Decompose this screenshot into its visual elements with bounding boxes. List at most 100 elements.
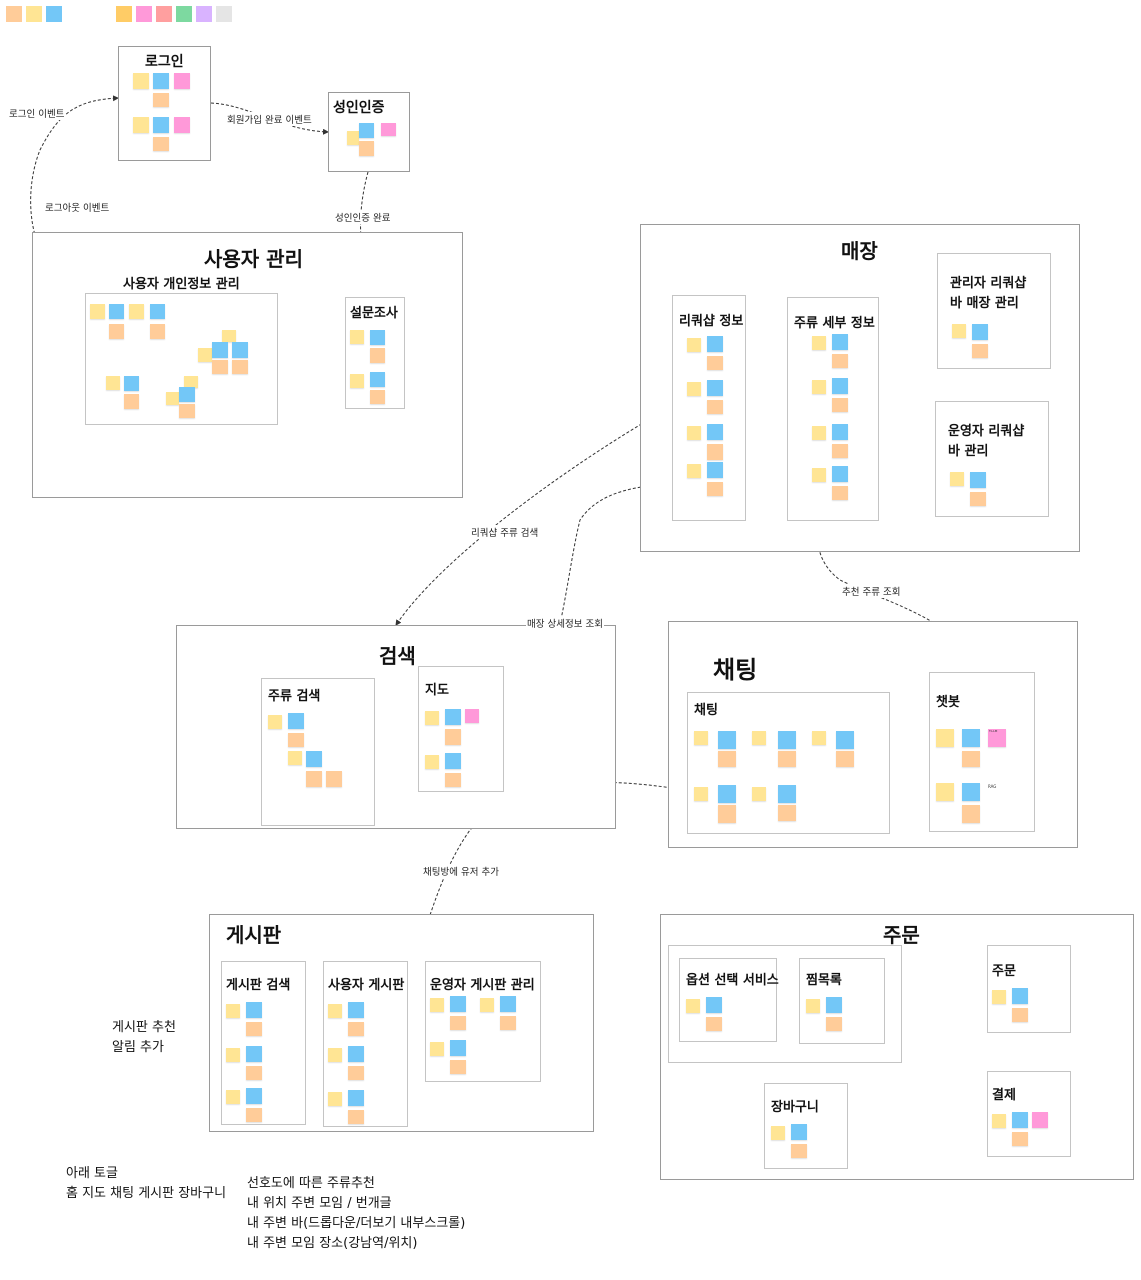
sticky-note[interactable]: [1012, 1132, 1028, 1146]
sticky-note[interactable]: [465, 709, 479, 723]
sticky-note[interactable]: [687, 338, 701, 352]
sticky-note[interactable]: [832, 444, 848, 458]
sticky-note[interactable]: [328, 1048, 342, 1062]
sticky-note[interactable]: [836, 751, 854, 767]
frame-user-info[interactable]: [85, 293, 278, 425]
frame-operator-board[interactable]: 운영자 게시판 관리: [425, 961, 541, 1082]
sticky-note[interactable]: [133, 73, 149, 89]
sticky-note[interactable]: [972, 324, 988, 340]
sticky-note[interactable]: [962, 729, 980, 747]
sticky-note[interactable]: [771, 1126, 785, 1140]
sticky-note[interactable]: [348, 1090, 364, 1106]
sticky-note[interactable]: [246, 1022, 262, 1036]
sticky-note[interactable]: [707, 444, 723, 460]
sticky-note[interactable]: [694, 731, 708, 745]
sticky-note[interactable]: [450, 1016, 466, 1030]
sticky-note[interactable]: [232, 342, 248, 358]
sticky-note[interactable]: [707, 400, 723, 414]
sticky-note[interactable]: [150, 324, 165, 339]
sticky-note[interactable]: [832, 378, 848, 394]
sticky-note[interactable]: [972, 344, 988, 358]
sticky-note[interactable]: [348, 1066, 364, 1080]
frame-payment[interactable]: 결제: [987, 1071, 1071, 1157]
sticky-note[interactable]: [348, 1022, 364, 1036]
frame-adult-auth[interactable]: 성인인증: [328, 92, 410, 172]
sticky-note[interactable]: [359, 123, 374, 138]
sticky-note[interactable]: [707, 482, 723, 496]
frame-board[interactable]: 게시판 게시판 검색 사용자 게시판 운영자 게시판 관리: [209, 914, 594, 1132]
sticky-note[interactable]: [212, 342, 228, 358]
sticky-note[interactable]: [347, 131, 359, 145]
sticky-note[interactable]: [970, 492, 986, 506]
sticky-note[interactable]: [500, 1016, 516, 1030]
frame-order-group[interactable]: 주문 옵션 선택 서비스 찜목록 장바구니 주문 결제: [660, 914, 1134, 1180]
sticky-note[interactable]: [832, 334, 848, 350]
frame-order-options[interactable]: 옵션 선택 서비스 찜목록: [668, 945, 902, 1063]
sticky-note[interactable]: [212, 360, 228, 374]
frame-board-search[interactable]: 게시판 검색: [221, 961, 306, 1125]
sticky-note[interactable]: [425, 755, 439, 769]
sticky-note[interactable]: [306, 771, 322, 787]
sticky-note[interactable]: [718, 805, 736, 823]
sticky-note[interactable]: [694, 787, 708, 801]
sticky-note[interactable]: [778, 805, 796, 821]
sticky-note[interactable]: [430, 1042, 444, 1056]
sticky-note[interactable]: [370, 348, 385, 363]
sticky-note[interactable]: [812, 468, 826, 482]
sticky-note[interactable]: [124, 376, 139, 391]
sticky-note[interactable]: [707, 336, 723, 352]
sticky-note[interactable]: [348, 1110, 364, 1124]
sticky-note[interactable]: [778, 731, 796, 749]
sticky-note[interactable]: [288, 733, 304, 747]
sticky-note[interactable]: [1012, 988, 1028, 1004]
sticky-note-llm[interactable]: T.LLM: [988, 729, 1006, 747]
sticky-note[interactable]: [124, 394, 139, 409]
sticky-note[interactable]: [706, 997, 722, 1013]
sticky-note[interactable]: [706, 1017, 722, 1031]
sticky-note[interactable]: [226, 1090, 240, 1104]
sticky-note[interactable]: [826, 1017, 842, 1031]
sticky-note[interactable]: [832, 424, 848, 440]
sticky-note[interactable]: [184, 376, 198, 388]
sticky-note[interactable]: [328, 1092, 342, 1106]
sticky-note[interactable]: [962, 805, 980, 823]
sticky-note[interactable]: [812, 731, 826, 745]
frame-liquor-detail[interactable]: 주류 세부 정보: [787, 297, 879, 521]
sticky-note[interactable]: [832, 398, 848, 412]
sticky-note[interactable]: [166, 392, 179, 405]
sticky-note[interactable]: [1032, 1112, 1048, 1128]
frame-store[interactable]: 매장 리쿼샵 정보 주류 세부 정보 관리자 리쿼샵 바 매장 관리: [640, 224, 1080, 552]
sticky-note[interactable]: [153, 137, 169, 151]
sticky-note[interactable]: [445, 773, 461, 787]
frame-chat[interactable]: 채팅: [687, 692, 890, 834]
sticky-note[interactable]: [718, 751, 736, 767]
sticky-note[interactable]: [153, 93, 169, 107]
frame-survey[interactable]: 설문조사: [345, 297, 405, 409]
sticky-note[interactable]: [791, 1144, 807, 1158]
sticky-note[interactable]: [687, 464, 701, 478]
sticky-note[interactable]: [752, 787, 766, 801]
frame-login[interactable]: 로그인: [118, 46, 211, 161]
sticky-note[interactable]: [109, 304, 124, 319]
sticky-note[interactable]: [952, 324, 966, 338]
sticky-note[interactable]: [992, 990, 1006, 1004]
sticky-note[interactable]: [686, 999, 700, 1013]
sticky-note[interactable]: [268, 715, 282, 729]
sticky-note[interactable]: [970, 472, 986, 488]
sticky-note[interactable]: [936, 729, 954, 747]
sticky-note[interactable]: [246, 1066, 262, 1080]
sticky-note[interactable]: [962, 783, 980, 801]
frame-search[interactable]: 검색 주류 검색 지도: [176, 625, 616, 829]
frame-chatbot[interactable]: 챗봇 T.LLM RAG: [929, 672, 1035, 832]
sticky-note[interactable]: [832, 466, 848, 482]
sticky-note[interactable]: [370, 390, 385, 404]
frame-liquor-search[interactable]: 주류 검색: [261, 678, 375, 826]
sticky-note[interactable]: [381, 123, 396, 136]
sticky-note[interactable]: [992, 1114, 1006, 1128]
frame-chatting-group[interactable]: 채팅 채팅 챗봇 T.LLM RAG: [668, 621, 1078, 848]
sticky-note[interactable]: [109, 324, 124, 339]
sticky-note[interactable]: [153, 117, 169, 133]
sticky-note[interactable]: [778, 751, 796, 767]
sticky-note[interactable]: [707, 356, 723, 370]
sticky-note[interactable]: [129, 304, 144, 319]
